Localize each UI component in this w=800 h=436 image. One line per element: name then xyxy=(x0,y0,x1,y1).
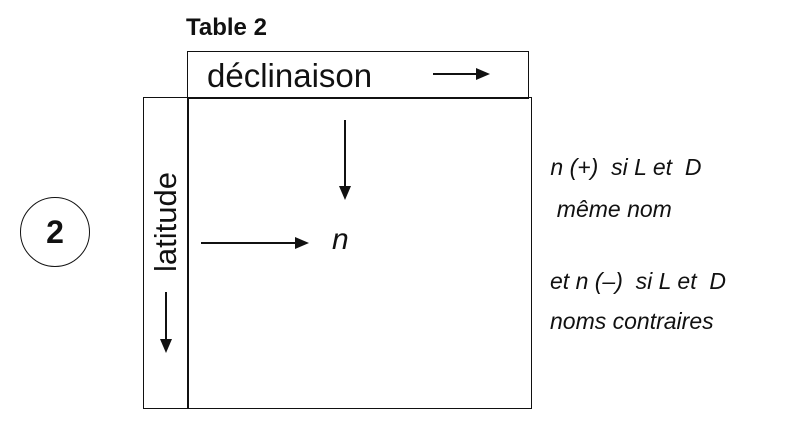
note-line-4: noms contraires xyxy=(550,308,714,334)
column-header-label: déclinaison xyxy=(207,57,373,94)
arrow-down-icon xyxy=(339,120,351,200)
step-number: 2 xyxy=(46,213,64,250)
note-line-2: même nom xyxy=(544,196,672,222)
step-number-circle: 2 xyxy=(20,197,90,267)
note-line-3: et n (–) si L et D xyxy=(550,268,726,294)
row-header-box xyxy=(143,97,189,409)
table-body-box xyxy=(187,97,532,409)
note-line-1: n (+) si L et D xyxy=(544,154,702,180)
arrow-down-icon xyxy=(160,292,172,353)
arrow-right-icon xyxy=(201,237,309,249)
table-title: Table 2 xyxy=(186,14,267,41)
arrow-right-icon xyxy=(433,68,490,80)
result-label: n xyxy=(332,223,349,256)
column-header-box xyxy=(187,51,529,99)
